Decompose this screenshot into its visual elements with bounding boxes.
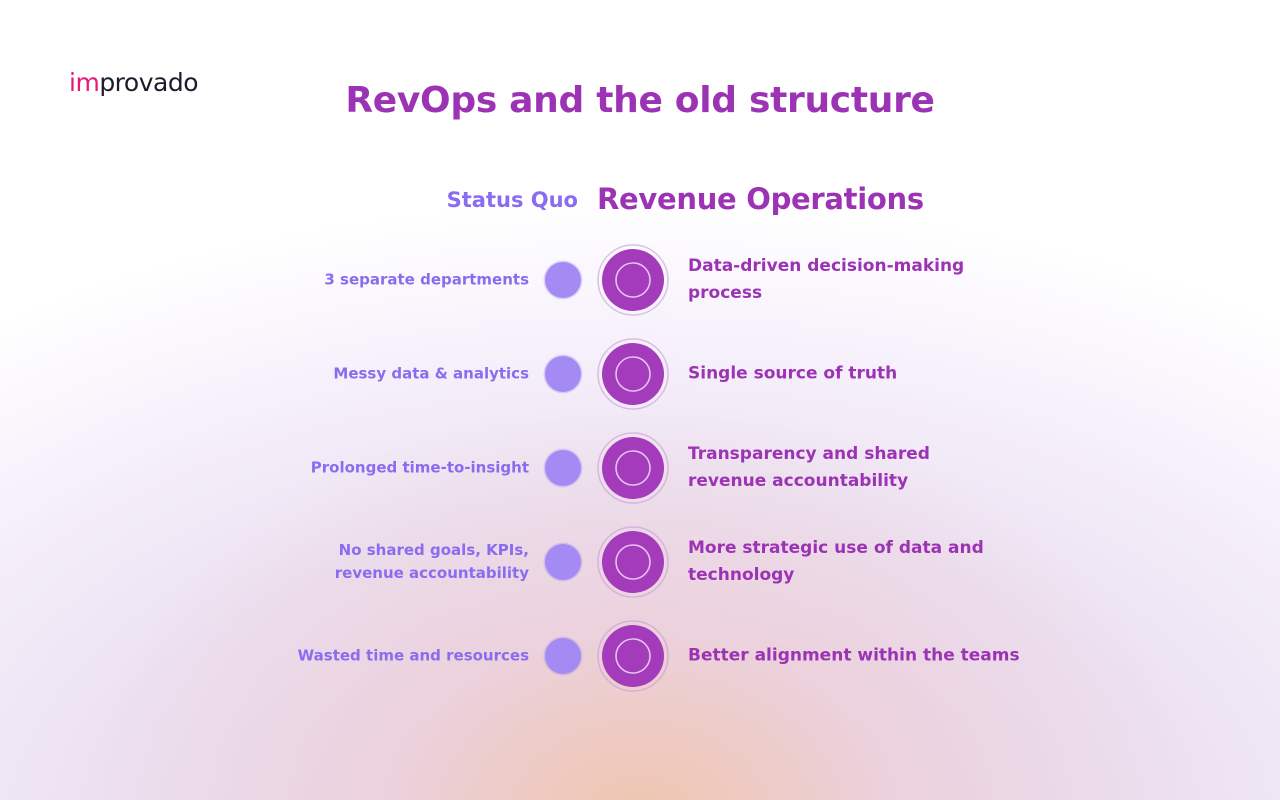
- status-quo-item: Messy data & analytics: [333, 364, 529, 383]
- comparison-row: Wasted time and resources Better alignme…: [0, 616, 1280, 696]
- status-quo-item: 3 separate departments: [324, 270, 529, 289]
- improvado-logo: improvado: [69, 70, 198, 95]
- revops-node-icon: [597, 244, 669, 316]
- revops-node-icon: [597, 338, 669, 410]
- comparison-row: No shared goals, KPIs, revenue accountab…: [0, 522, 1280, 602]
- comparison-row: Messy data & analytics Single source of …: [0, 334, 1280, 414]
- revops-item: Data-driven decision-making process: [688, 256, 965, 303]
- status-quo-dot-icon: [545, 638, 581, 674]
- status-quo-item: No shared goals, KPIs, revenue accountab…: [334, 541, 529, 582]
- status-quo-dot-icon: [545, 262, 581, 298]
- revops-node-icon: [597, 432, 669, 504]
- status-quo-item: Wasted time and resources: [297, 646, 529, 665]
- status-quo-item: Prolonged time-to-insight: [310, 458, 529, 477]
- revops-item: Single source of truth: [688, 363, 898, 384]
- revops-item: More strategic use of data and technolog…: [688, 538, 984, 585]
- status-quo-dot-icon: [545, 450, 581, 486]
- revops-item: Better alignment within the teams: [688, 645, 1020, 666]
- logo-im: im: [69, 68, 100, 97]
- status-quo-dot-icon: [545, 356, 581, 392]
- revops-node-icon: [597, 526, 669, 598]
- revops-node-icon: [597, 620, 669, 692]
- page-title: RevOps and the old structure: [345, 80, 935, 121]
- comparison-row: Prolonged time-to-insight Transparency a…: [0, 428, 1280, 508]
- comparison-row: 3 separate departments Data-driven decis…: [0, 240, 1280, 320]
- status-quo-dot-icon: [545, 544, 581, 580]
- logo-provado: provado: [99, 68, 198, 97]
- revenue-operations-heading: Revenue Operations: [597, 182, 924, 216]
- revops-item: Transparency and shared revenue accounta…: [688, 444, 930, 491]
- status-quo-heading: Status Quo: [446, 188, 578, 212]
